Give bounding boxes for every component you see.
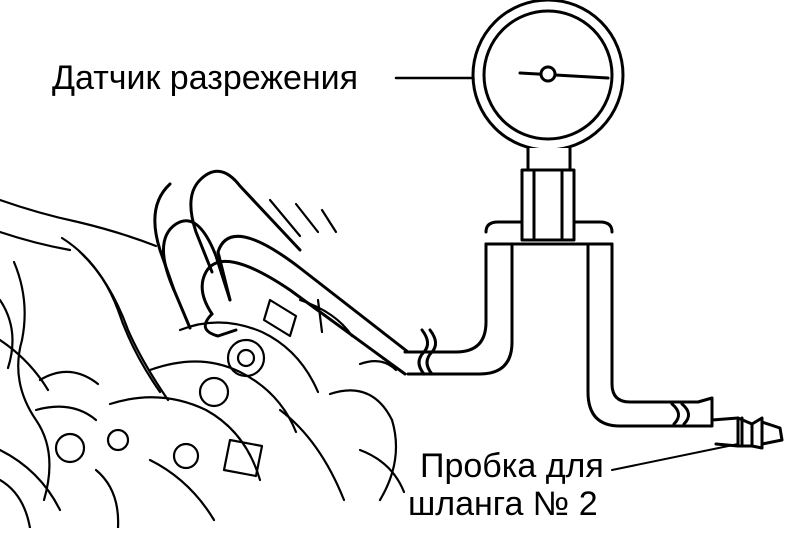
right-hose — [586, 242, 714, 428]
plug-leader-line — [611, 443, 739, 471]
vacuum-gauge-label: Датчик разрежения — [52, 59, 359, 97]
vacuum-gauge — [471, 0, 625, 242]
tee-fitting — [484, 220, 614, 246]
engine-block — [0, 198, 406, 530]
left-hose — [200, 234, 514, 376]
hose-plug-label-line2: шланга № 2 — [408, 485, 598, 523]
hose-plug-label-line1: Пробка для — [420, 447, 604, 485]
upper-hose — [153, 169, 302, 330]
hose-plug — [710, 416, 784, 450]
